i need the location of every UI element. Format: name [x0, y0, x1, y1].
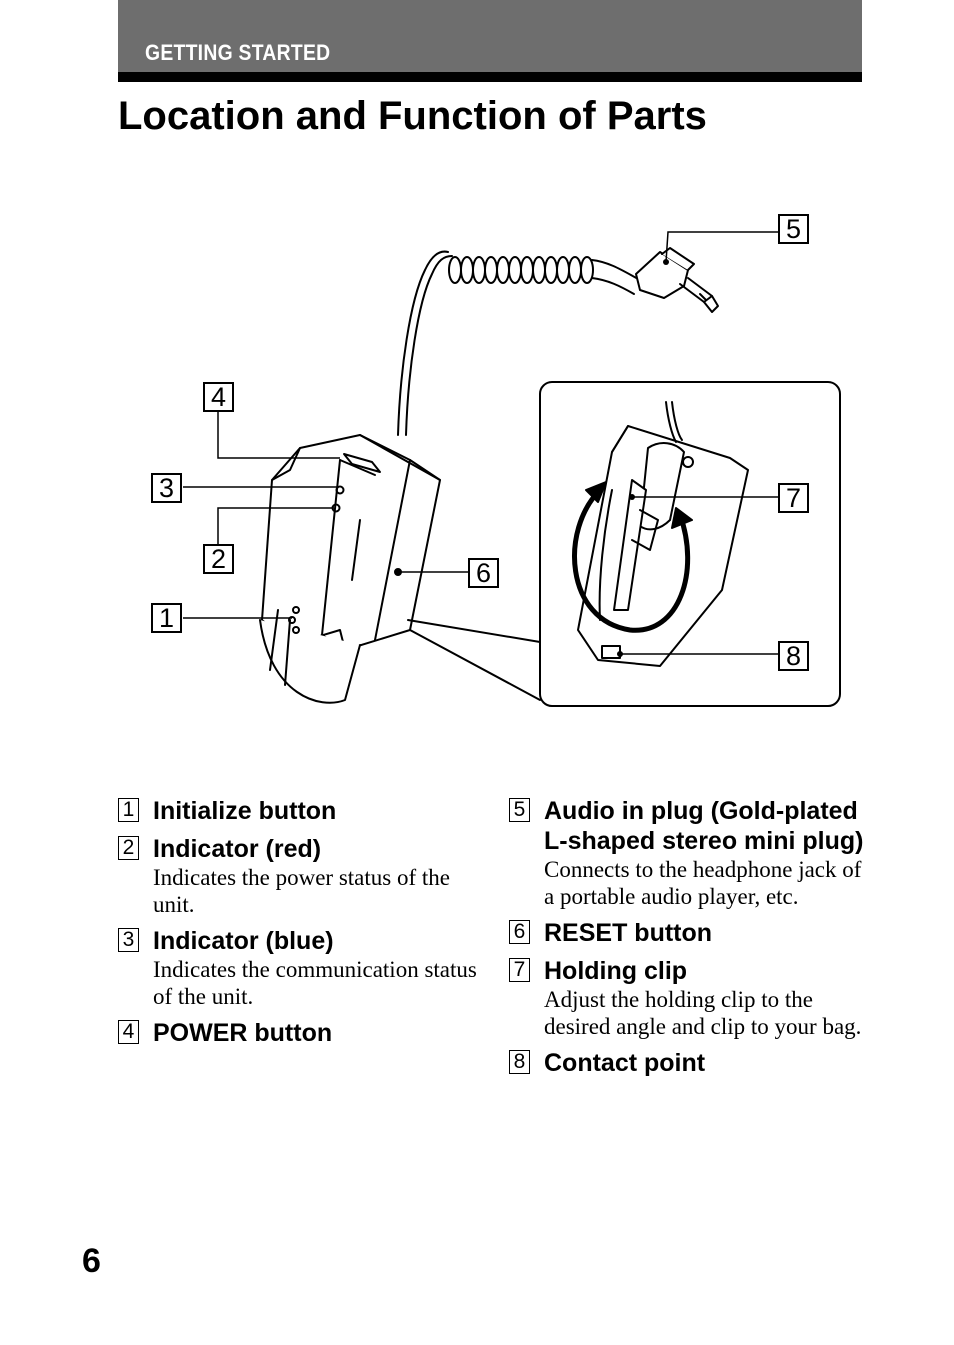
callout-1: 1 — [151, 603, 182, 633]
part-description: Indicates the communication status of th… — [153, 957, 477, 1009]
svg-text:3: 3 — [159, 473, 174, 503]
main-unit — [259, 434, 441, 704]
coiled-cord — [448, 256, 594, 284]
part-title: POWER button — [153, 1019, 333, 1047]
parts-list-left: 1 Initialize button 2 Indicator (red) In… — [118, 796, 478, 1056]
part-title: Initialize button — [153, 797, 337, 825]
part-item: 5 Audio in plug (Gold-plated L-shaped st… — [509, 796, 869, 910]
part-title: Holding clip — [544, 957, 688, 985]
page-number: 6 — [82, 1242, 101, 1280]
part-item: 8 Contact point — [509, 1048, 869, 1078]
part-number: 8 — [509, 1050, 530, 1074]
part-title: Contact point — [544, 1049, 706, 1077]
part-number: 1 — [118, 798, 139, 822]
part-item: 3 Indicator (blue) Indicates the communi… — [118, 926, 478, 1010]
svg-text:6: 6 — [476, 558, 491, 588]
part-number: 3 — [118, 928, 139, 952]
part-description: Connects to the headphone jack of a port… — [544, 857, 862, 909]
callout-4: 4 — [203, 382, 234, 412]
part-item: 7 Holding clip Adjust the holding clip t… — [509, 956, 869, 1040]
svg-text:4: 4 — [211, 382, 226, 412]
part-number: 4 — [118, 1020, 139, 1044]
part-item: 4 POWER button — [118, 1018, 478, 1048]
section-header-bar — [118, 0, 862, 72]
part-number: 7 — [509, 958, 530, 982]
callout-6: 6 — [468, 558, 499, 588]
callout-5: 5 — [778, 214, 809, 244]
holding-clip-drawing — [577, 401, 749, 667]
section-header-rule — [118, 72, 862, 82]
part-title: Audio in plug (Gold-plated L-shaped ster… — [544, 797, 864, 855]
callout-3: 3 — [151, 473, 182, 503]
rotation-arrow — [572, 487, 691, 633]
page-title: Location and Function of Parts — [118, 94, 707, 138]
part-number: 6 — [509, 920, 530, 944]
part-description: Indicates the power status of the unit. — [153, 865, 450, 917]
svg-text:2: 2 — [211, 544, 226, 574]
part-number: 5 — [509, 798, 530, 822]
svg-text:1: 1 — [159, 603, 174, 633]
part-title: Indicator (blue) — [153, 927, 334, 955]
part-item: 1 Initialize button — [118, 796, 478, 826]
svg-text:5: 5 — [786, 214, 801, 244]
part-item: 6 RESET button — [509, 918, 869, 948]
svg-text:8: 8 — [786, 641, 801, 671]
callout-7: 7 — [778, 483, 809, 513]
cord — [397, 250, 449, 436]
svg-text:7: 7 — [786, 483, 801, 513]
parts-list-right: 5 Audio in plug (Gold-plated L-shaped st… — [509, 796, 869, 1086]
callout-8: 8 — [778, 641, 809, 671]
parts-diagram: 1 2 3 4 5 6 7 8 — [151, 214, 841, 707]
callout-2: 2 — [203, 544, 234, 574]
part-item: 2 Indicator (red) Indicates the power st… — [118, 834, 478, 918]
section-label: GETTING STARTED — [145, 40, 331, 65]
part-number: 2 — [118, 836, 139, 860]
part-description: Adjust the holding clip to the desired a… — [544, 987, 862, 1039]
part-title: Indicator (red) — [153, 835, 322, 863]
part-title: RESET button — [544, 919, 713, 947]
